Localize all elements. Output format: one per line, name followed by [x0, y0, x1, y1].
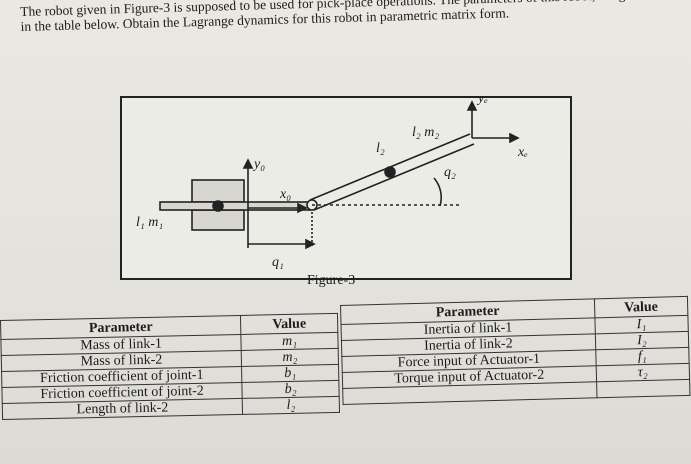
problem-statement: The robot given in Figure-3 is supposed …	[20, 0, 649, 34]
link2-edge-bottom	[313, 143, 475, 211]
header-value: Value	[594, 296, 688, 318]
param-value	[596, 379, 690, 398]
label-q1: q₁	[272, 255, 284, 270]
figure-3-frame: l₁ m₁ y₀ x₀ q₁ l₂ l₂ m₂ q₂ yₑ xₑ	[120, 96, 572, 280]
label-xe: xₑ	[517, 145, 528, 160]
figure-caption: Figure-3	[307, 273, 356, 288]
param-value: l₂	[242, 396, 340, 415]
q2-angle-arc	[433, 177, 443, 207]
label-l1-m1: l₁ m₁	[136, 215, 163, 230]
header-value: Value	[240, 313, 338, 335]
label-y0: y₀	[252, 157, 265, 172]
label-x0: x₀	[279, 187, 291, 202]
robot-diagram: l₁ m₁ y₀ x₀ q₁ l₂ l₂ m₂ q₂ yₑ xₑ	[136, 98, 528, 270]
parameter-table-right: Parameter Value Inertia of link-1 I₁ Ine…	[340, 296, 690, 405]
label-l2-m2: l₂ m₂	[412, 125, 439, 140]
link2-com-marker	[384, 166, 396, 178]
label-ye: yₑ	[476, 98, 488, 106]
link1-rail	[159, 201, 311, 211]
label-l2-half: l₂	[376, 141, 385, 156]
link1-slider-top	[191, 179, 245, 203]
link1-slider-bottom	[191, 209, 245, 231]
parameter-table-left: Parameter Value Mass of link-1 m₁ Mass o…	[0, 313, 340, 420]
link1-com-marker	[212, 200, 224, 212]
label-q2: q₂	[444, 165, 456, 180]
